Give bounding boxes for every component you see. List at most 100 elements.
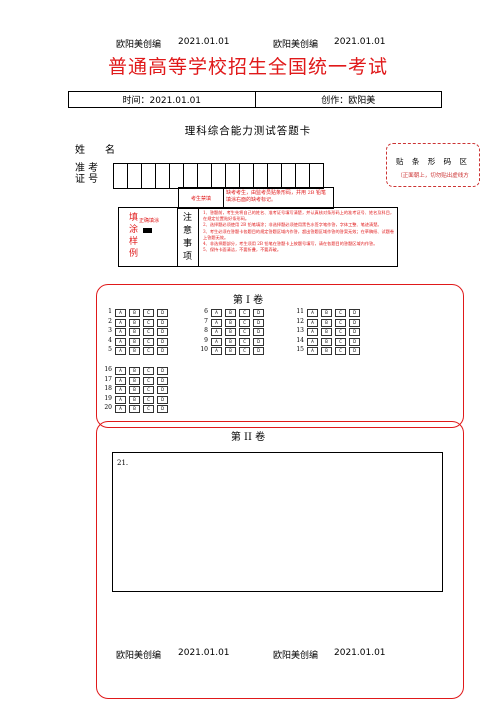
choice-bubble[interactable]: A [115, 337, 126, 346]
choice-bubble[interactable]: A [211, 337, 222, 346]
choice-bubble[interactable]: B [225, 309, 236, 317]
choice-bubble[interactable]: D [253, 347, 264, 355]
choice-bubble[interactable]: C [239, 309, 250, 317]
note-item: 2、选择题必须使用 2B 铅笔填涂；非选择题必须使用黑色水签字笔作答，字体工整、… [203, 222, 382, 228]
choice-bubble[interactable]: B [321, 318, 332, 327]
choice-bubble[interactable]: C [335, 347, 346, 355]
choice-bubble[interactable]: B [129, 337, 140, 346]
choice-bubble[interactable]: A [307, 347, 318, 355]
choice-bubble[interactable]: A [115, 328, 126, 336]
choice-bubble[interactable]: A [115, 318, 126, 327]
choice-bubble[interactable]: C [143, 386, 154, 394]
choice-bubble[interactable]: D [157, 367, 168, 375]
choice-bubble[interactable]: D [253, 318, 264, 327]
choice-bubble[interactable]: A [115, 376, 126, 385]
choice-bubble[interactable]: C [143, 367, 154, 375]
choice-bubble[interactable]: D [349, 337, 360, 346]
choice-bubble[interactable]: D [157, 328, 168, 336]
choice-bubble[interactable]: D [253, 337, 264, 346]
choice-bubble[interactable]: C [143, 328, 154, 336]
choice-bubble[interactable]: D [157, 318, 168, 327]
choice-bubble[interactable]: A [115, 395, 126, 404]
notes-title: 注意事项 [177, 208, 199, 266]
choice-bubble[interactable]: B [129, 328, 140, 336]
choice-bubble[interactable]: A [211, 318, 222, 327]
choice-bubble[interactable]: B [129, 386, 140, 394]
choice-bubble[interactable]: A [115, 386, 126, 394]
choice-bubble[interactable]: B [225, 318, 236, 327]
filled-sample-mark [143, 228, 152, 233]
choice-bubble[interactable]: C [335, 337, 346, 346]
choice-bubble[interactable]: D [253, 328, 264, 336]
choice-bubble[interactable]: B [129, 405, 140, 413]
choice-bubble[interactable]: A [115, 309, 126, 317]
choice-bubble[interactable]: D [349, 318, 360, 327]
exam-title: 普通高等学校招生全国统一考试 [107, 56, 388, 78]
choice-bubble[interactable]: C [239, 318, 250, 327]
note-item: 4、非选择题部分，考生须用 2B 铅笔在答题卡上按题号填写，请在各题目的答题区域… [203, 241, 378, 247]
question-number: 16 [104, 366, 112, 373]
exam-number-label: 准 考 证 号 [75, 163, 99, 185]
choice-bubble[interactable]: A [211, 347, 222, 355]
choice-bubble[interactable]: B [321, 337, 332, 346]
choice-bubble[interactable]: B [129, 376, 140, 385]
choice-bubble[interactable]: D [253, 309, 264, 317]
choice-bubble[interactable]: C [239, 337, 250, 346]
choice-bubble[interactable]: A [307, 328, 318, 336]
choice-bubble[interactable]: B [129, 367, 140, 375]
question-number: 4 [108, 336, 112, 344]
choice-bubble[interactable]: D [157, 395, 168, 404]
choice-bubble[interactable]: C [143, 395, 154, 404]
note-item: 3、考生必须在答题卡各题目的规定答题区域内作答，超出答题区域作答的答案无效；在草… [203, 228, 395, 240]
answer-box-21[interactable]: 21. [112, 452, 443, 592]
choice-bubble[interactable]: B [321, 328, 332, 336]
question-number: 12 [296, 317, 304, 325]
choice-bubble[interactable]: A [115, 405, 126, 413]
question-number: 19 [104, 394, 112, 402]
section-2-frame [96, 421, 464, 699]
choice-bubble[interactable]: A [211, 309, 222, 317]
choice-bubble[interactable]: D [349, 309, 360, 317]
choice-bubble[interactable]: A [307, 337, 318, 346]
time-cell: 时间：2021.01.01 [122, 96, 202, 106]
exam-number-boxes[interactable] [113, 163, 324, 189]
choice-bubble[interactable]: B [129, 309, 140, 317]
choice-bubble[interactable]: A [307, 309, 318, 317]
barcode-hint: （正面朝上，切勿贴出虚线方 [397, 173, 469, 179]
choice-bubble[interactable]: C [143, 318, 154, 327]
choice-bubble[interactable]: B [129, 347, 140, 355]
choice-bubble[interactable]: C [335, 318, 346, 327]
choice-bubble[interactable]: C [143, 309, 154, 317]
choice-bubble[interactable]: C [335, 328, 346, 336]
choice-bubble[interactable]: C [143, 405, 154, 413]
choice-bubble[interactable]: C [239, 347, 250, 355]
choice-bubble[interactable]: A [307, 318, 318, 327]
choice-bubble[interactable]: D [157, 309, 168, 317]
choice-bubble[interactable]: A [211, 328, 222, 336]
choice-bubble[interactable]: B [321, 347, 332, 355]
choice-bubble[interactable]: C [143, 347, 154, 355]
choice-bubble[interactable]: D [157, 337, 168, 346]
footer-author: 欧阳美创编 [116, 651, 162, 661]
choice-bubble[interactable]: D [349, 347, 360, 355]
choice-bubble[interactable]: D [157, 386, 168, 394]
choice-bubble[interactable]: C [335, 309, 346, 317]
choice-bubble[interactable]: A [115, 367, 126, 375]
question-number: 7 [204, 317, 208, 325]
question-number: 10 [200, 346, 208, 353]
choice-bubble[interactable]: D [157, 347, 168, 355]
choice-bubble[interactable]: C [143, 376, 154, 385]
choice-bubble[interactable]: B [129, 318, 140, 327]
choice-bubble[interactable]: C [143, 337, 154, 346]
choice-bubble[interactable]: D [157, 376, 168, 385]
choice-bubble[interactable]: B [225, 337, 236, 346]
choice-bubble[interactable]: B [129, 395, 140, 404]
choice-bubble[interactable]: B [225, 347, 236, 355]
choice-bubble[interactable]: D [157, 405, 168, 413]
choice-bubble[interactable]: D [349, 328, 360, 336]
choice-bubble[interactable]: C [239, 328, 250, 336]
choice-bubble[interactable]: B [321, 309, 332, 317]
choice-bubble[interactable]: A [115, 347, 126, 355]
choice-bubble[interactable]: B [225, 328, 236, 336]
